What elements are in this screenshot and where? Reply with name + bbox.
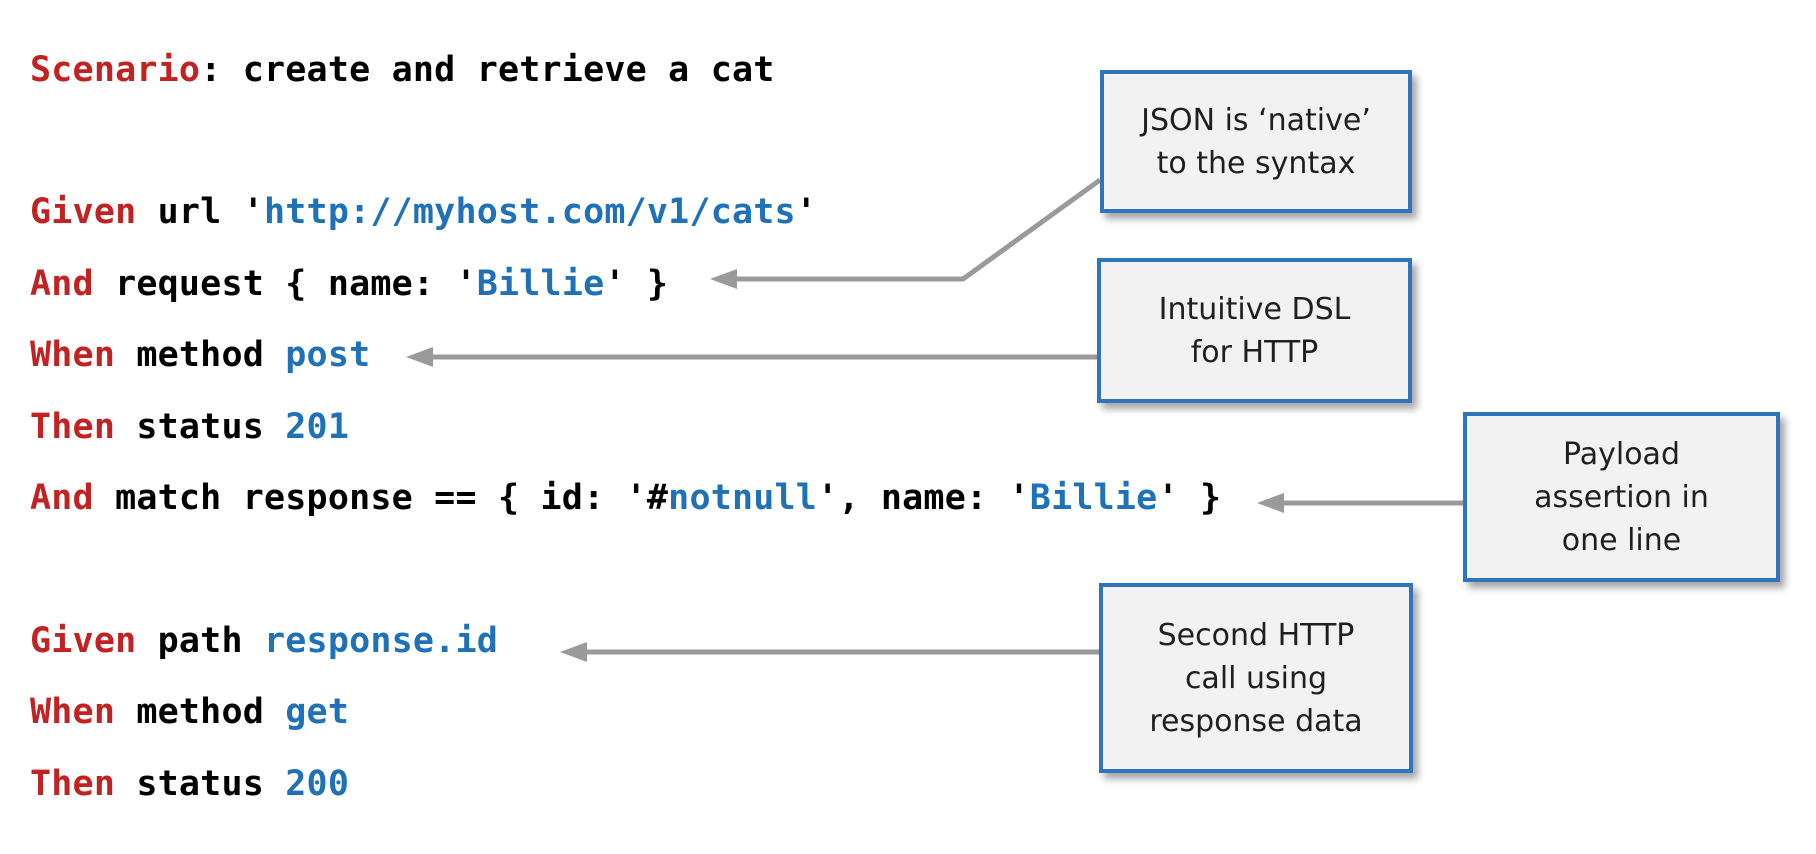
code-line: And request { name: 'Billie' }	[30, 248, 1221, 319]
code-token-red: Scenario	[30, 49, 201, 90]
code-line: Scenario: create and retrieve a cat	[30, 34, 1221, 105]
code-token-red: Given	[30, 620, 137, 661]
code-token-black: request { name: '	[93, 263, 477, 304]
callout-box-second-http-call: Second HTTP call using response data	[1099, 583, 1413, 773]
code-token-black: ' }	[1157, 478, 1222, 519]
code-token-red: Given	[30, 192, 137, 233]
code-token-black: ', name: '	[817, 478, 1030, 519]
code-token-black: url '	[136, 192, 264, 233]
code-line: And match response == { id: '#notnull', …	[30, 462, 1221, 533]
code-line: Then status 200	[30, 748, 1221, 819]
callout-box-intuitive-dsl: Intuitive DSL for HTTP	[1097, 258, 1412, 403]
code-token-red: Then	[30, 763, 116, 804]
code-token-red: Then	[30, 406, 116, 447]
code-token-blue: 201	[285, 406, 350, 447]
code-blank-line	[30, 105, 1221, 176]
code-token-blue: response.id	[264, 620, 498, 661]
code-token-red: And	[30, 478, 94, 519]
code-token-blue: Billie	[1029, 478, 1158, 519]
code-blank-line	[30, 534, 1221, 605]
code-token-black: path	[136, 620, 264, 661]
code-line: Then status 201	[30, 391, 1221, 462]
arrow-payload-to-match-line	[1257, 493, 1463, 513]
code-token-blue: notnull	[668, 478, 818, 519]
code-token-red: When	[30, 692, 116, 733]
code-token-red: And	[30, 263, 94, 304]
code-line: When method get	[30, 677, 1221, 748]
arrowhead-left-icon	[1257, 493, 1284, 513]
code-token-blue: post	[285, 335, 371, 376]
code-token-red: When	[30, 335, 116, 376]
code-token-blue: 200	[285, 763, 350, 804]
code-token-blue: http://myhost.com/v1/cats	[264, 192, 796, 233]
code-token-black: match response == { id: '#	[93, 478, 669, 519]
code-line: Given url 'http://myhost.com/v1/cats'	[30, 177, 1221, 248]
callout-box-payload-assertion: Payload assertion in one line	[1463, 412, 1780, 582]
code-token-black: method	[115, 335, 286, 376]
code-token-black: status	[115, 763, 286, 804]
callout-box-json-native: JSON is ‘native’ to the syntax	[1100, 70, 1412, 213]
code-token-black: '	[795, 192, 818, 233]
code-token-blue: get	[285, 692, 350, 733]
code-token-black: method	[115, 692, 286, 733]
code-line: Given path response.id	[30, 605, 1221, 676]
code-token-black: : create and retrieve a cat	[200, 49, 775, 90]
code-token-black: ' }	[604, 263, 669, 304]
code-line: When method post	[30, 320, 1221, 391]
code-token-black: status	[115, 406, 286, 447]
code-token-blue: Billie	[476, 263, 605, 304]
